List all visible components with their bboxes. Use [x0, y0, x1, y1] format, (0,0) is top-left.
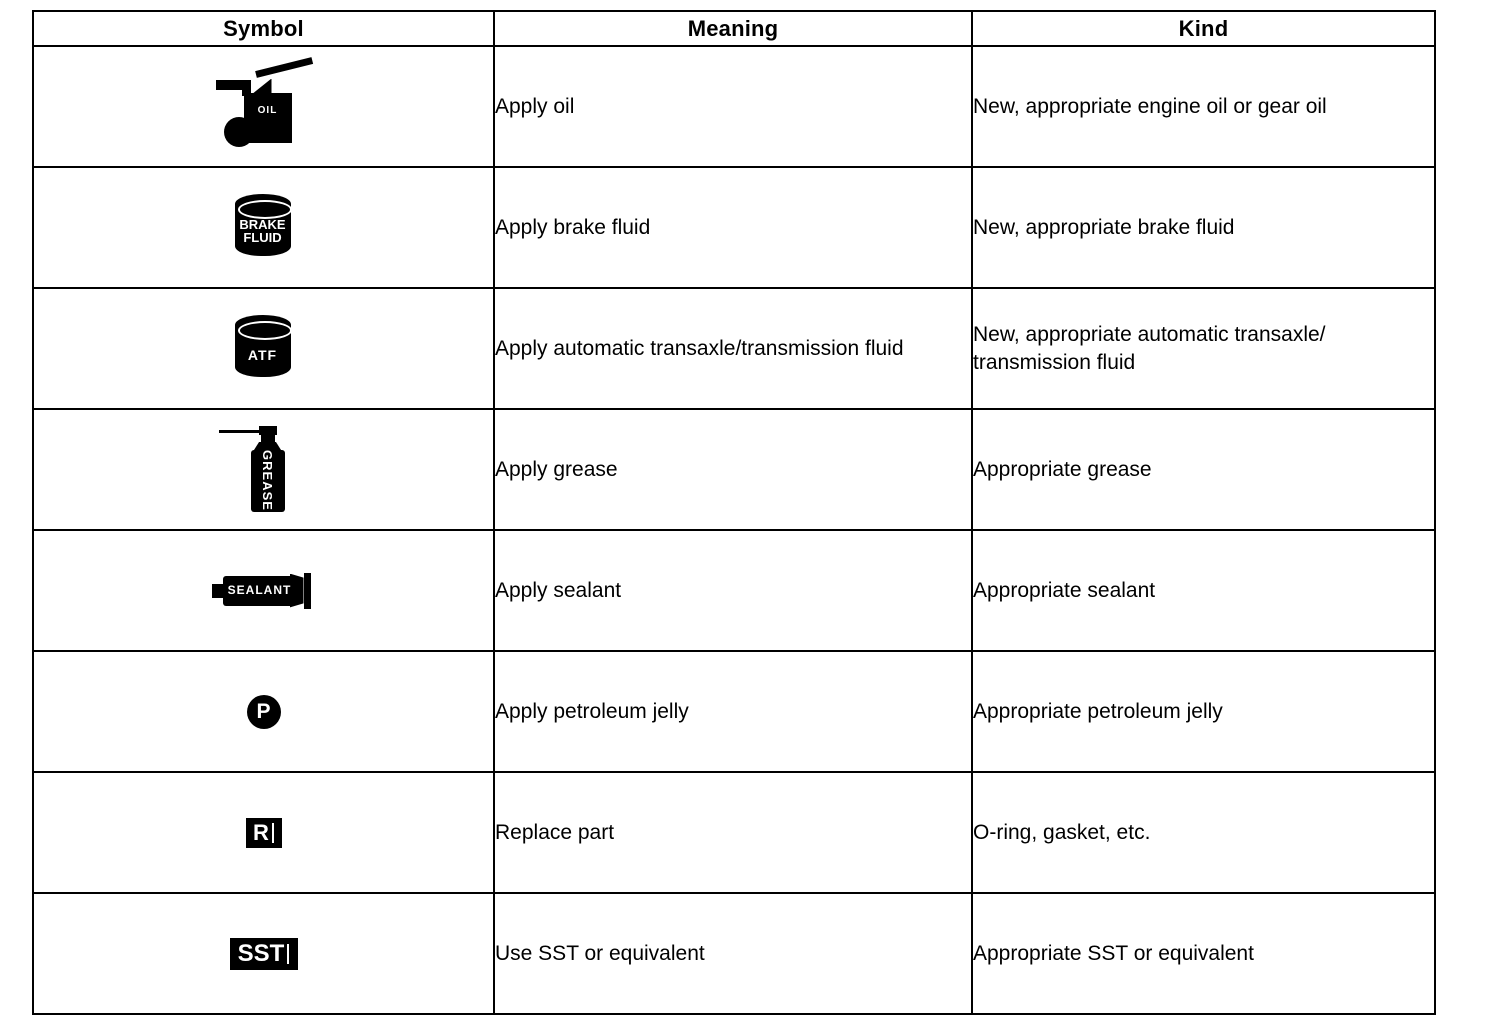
- grease-label-text: GREASE: [260, 450, 275, 511]
- oil-can-icon: OIL: [212, 56, 316, 149]
- kind-cell: Appropriate sealant: [971, 529, 1436, 652]
- replace-part-badge-icon: R: [245, 817, 282, 848]
- petroleum-jelly-disc: [246, 694, 281, 729]
- kind-cell: Appropriate petroleum jelly: [971, 650, 1436, 773]
- can-label: BRAKE FLUID: [235, 218, 291, 244]
- sst-letters: SST: [237, 939, 285, 967]
- column-header-meaning: Meaning: [493, 10, 973, 47]
- kind-cell: O-ring, gasket, etc.: [971, 771, 1436, 894]
- symbol-cell-petroleum-jelly: P: [32, 650, 495, 773]
- oil-can-handle-bar: [215, 79, 244, 90]
- column-header-symbol: Symbol: [32, 10, 495, 47]
- meaning-cell: Apply oil: [493, 45, 973, 168]
- column-header-kind: Kind: [971, 10, 1436, 47]
- grease-label: GREASE: [251, 450, 285, 511]
- brake-fluid-can-icon: BRAKE FLUID: [231, 192, 297, 264]
- replace-part-letter: R: [253, 819, 269, 845]
- oil-can-label: OIL: [257, 104, 278, 116]
- oil-can-handle-neck: [241, 79, 251, 96]
- table-row: SEALANT Apply sealant Appropriate sealan…: [32, 529, 1436, 652]
- atf-can-icon: ATF: [231, 313, 297, 385]
- symbol-legend-table: Symbol Meaning Kind OIL: [32, 10, 1436, 1015]
- sealant-nozzle: [211, 583, 224, 598]
- meaning-cell: Apply brake fluid: [493, 166, 973, 289]
- sealant-label: SEALANT: [227, 582, 292, 597]
- can-label: ATF: [247, 346, 278, 363]
- header-row: Symbol Meaning Kind: [32, 10, 1436, 47]
- table-header: Symbol Meaning Kind: [32, 10, 1436, 47]
- kind-cell: Appropriate SST or equivalent: [971, 892, 1436, 1015]
- kind-cell: New, appropriate engine oil or gear oil: [971, 45, 1436, 168]
- symbol-cell-sst: SST: [32, 892, 495, 1015]
- sealant-crimp: [303, 572, 311, 609]
- symbol-cell-replace-part: R: [32, 771, 495, 894]
- grease-neck: [260, 431, 275, 444]
- table-row: P Apply petroleum jelly Appropriate petr…: [32, 650, 1436, 773]
- kind-cell: New, appropriate automatic transaxle/ tr…: [971, 287, 1436, 410]
- oil-can-press: [223, 116, 254, 147]
- sealant-tube-icon: SEALANT: [211, 572, 316, 610]
- table-body: OIL Apply oil New, appropriate engine oi…: [32, 45, 1436, 1015]
- meaning-cell: Apply petroleum jelly: [493, 650, 973, 773]
- symbol-cell-brake-fluid: BRAKE FLUID: [32, 166, 495, 289]
- table-row: GREASE Apply grease Appropriate grease: [32, 408, 1436, 531]
- table-row: R Replace part O-ring, gasket, etc.: [32, 771, 1436, 894]
- can-rim-outline: [237, 199, 292, 219]
- grease-body: [250, 449, 285, 512]
- table-row: OIL Apply oil New, appropriate engine oi…: [32, 45, 1436, 168]
- can-label-line2: FLUID: [243, 229, 282, 245]
- symbol-cell-sealant: SEALANT: [32, 529, 495, 652]
- kind-cell: New, appropriate brake fluid: [971, 166, 1436, 289]
- petroleum-jelly-letter: P: [256, 700, 271, 723]
- symbol-cell-oil: OIL: [32, 45, 495, 168]
- table-row: BRAKE FLUID Apply brake fluid New, appro…: [32, 166, 1436, 289]
- petroleum-jelly-icon: P: [246, 694, 281, 729]
- meaning-cell: Replace part: [493, 771, 973, 894]
- grease-nozzle-line: [218, 429, 261, 433]
- table-row: SST Use SST or equivalent Appropriate SS…: [32, 892, 1436, 1015]
- meaning-cell: Apply sealant: [493, 529, 973, 652]
- meaning-cell: Use SST or equivalent: [493, 892, 973, 1015]
- symbol-cell-atf: ATF: [32, 287, 495, 410]
- grease-can-icon: GREASE: [218, 422, 309, 518]
- symbol-cell-grease: GREASE: [32, 408, 495, 531]
- sst-stroke: [287, 943, 290, 964]
- can-label-line1: BRAKE: [239, 216, 286, 232]
- sealant-taper: [289, 573, 304, 608]
- can-rim-outline: [237, 320, 292, 340]
- table-row: ATF Apply automatic transaxle/transmissi…: [32, 287, 1436, 410]
- replace-part-stroke: [271, 822, 274, 843]
- meaning-cell: Apply grease: [493, 408, 973, 531]
- kind-cell: Appropriate grease: [971, 408, 1436, 531]
- sst-badge-icon: SST: [229, 937, 298, 970]
- oil-can-spout: [254, 56, 313, 78]
- grease-cap: [258, 425, 277, 435]
- sealant-body: [222, 575, 295, 606]
- meaning-cell: Apply automatic transaxle/transmission f…: [493, 287, 973, 410]
